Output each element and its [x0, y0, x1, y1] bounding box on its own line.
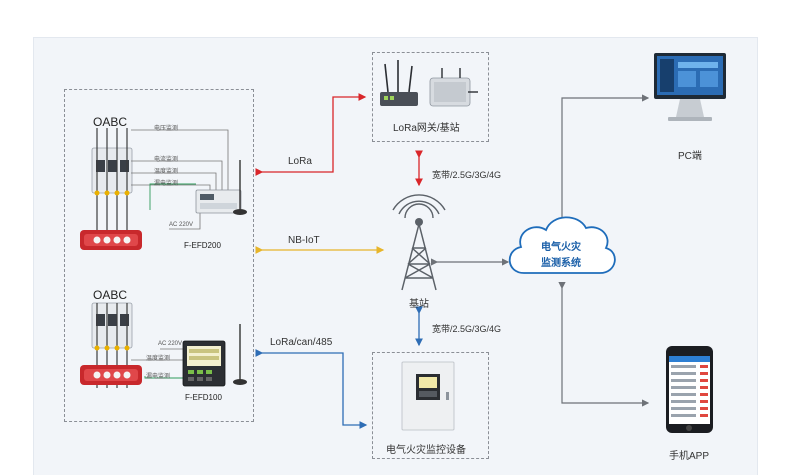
group1-ac-label: AC 220V — [169, 222, 194, 228]
breaker-group-1 — [80, 128, 247, 250]
nbiot-link-label: NB-IoT — [288, 235, 320, 246]
broadband-bottom-label: 宽带/2.5G/3G/4G — [432, 324, 502, 334]
cloud-phone-link — [558, 282, 650, 407]
group2-temp-label: 温度监测 — [146, 356, 171, 362]
lora-gateway-device — [380, 60, 478, 107]
lora-link — [255, 93, 367, 176]
group1-temp-label: 温度监测 — [154, 169, 179, 175]
group2-ac-label: AC 220V — [158, 341, 183, 347]
lora-link-label: LoRa — [288, 156, 312, 167]
lora-can-485-link — [255, 349, 368, 429]
phone-icon — [666, 346, 713, 433]
group1-title: OABC — [93, 115, 128, 129]
monitor-panel-label: 电气火灾监控设备 — [386, 445, 466, 456]
lora-can-485-label: LoRa/can/485 — [270, 337, 333, 348]
monitor-cabinet-icon — [401, 361, 455, 431]
cloud-shape — [508, 216, 616, 274]
phone-label: 手机APP — [669, 451, 710, 462]
group1-model: F-EFD200 — [184, 241, 221, 250]
monitor-panel-box — [372, 352, 489, 459]
group2-title: OABC — [93, 288, 128, 302]
group1-leak-label: 漏电监测 — [154, 181, 179, 187]
tower-label: 基站 — [409, 299, 429, 310]
group1-current-label: 电流监测 — [154, 157, 179, 163]
breaker-group-2 — [80, 302, 247, 388]
tower-icon — [392, 194, 446, 291]
cloud-pc-link — [558, 94, 650, 226]
group2-model: F-EFD100 — [185, 393, 222, 402]
cloud-line2: 监测系统 — [541, 258, 581, 269]
group1-voltage-label: 电压监测 — [154, 126, 179, 132]
field-devices-box — [64, 89, 254, 422]
group2-leak-label: 漏电监测 — [146, 374, 171, 380]
pc-monitor-icon — [654, 53, 726, 121]
broadband-top-label: 宽带/2.5G/3G/4G — [432, 170, 502, 180]
gateway-label: LoRa网关/基站 — [393, 123, 460, 134]
cloud-line1: 电气火灾 — [541, 242, 581, 253]
gateway-box — [372, 52, 489, 142]
pc-label: PC端 — [678, 151, 702, 162]
